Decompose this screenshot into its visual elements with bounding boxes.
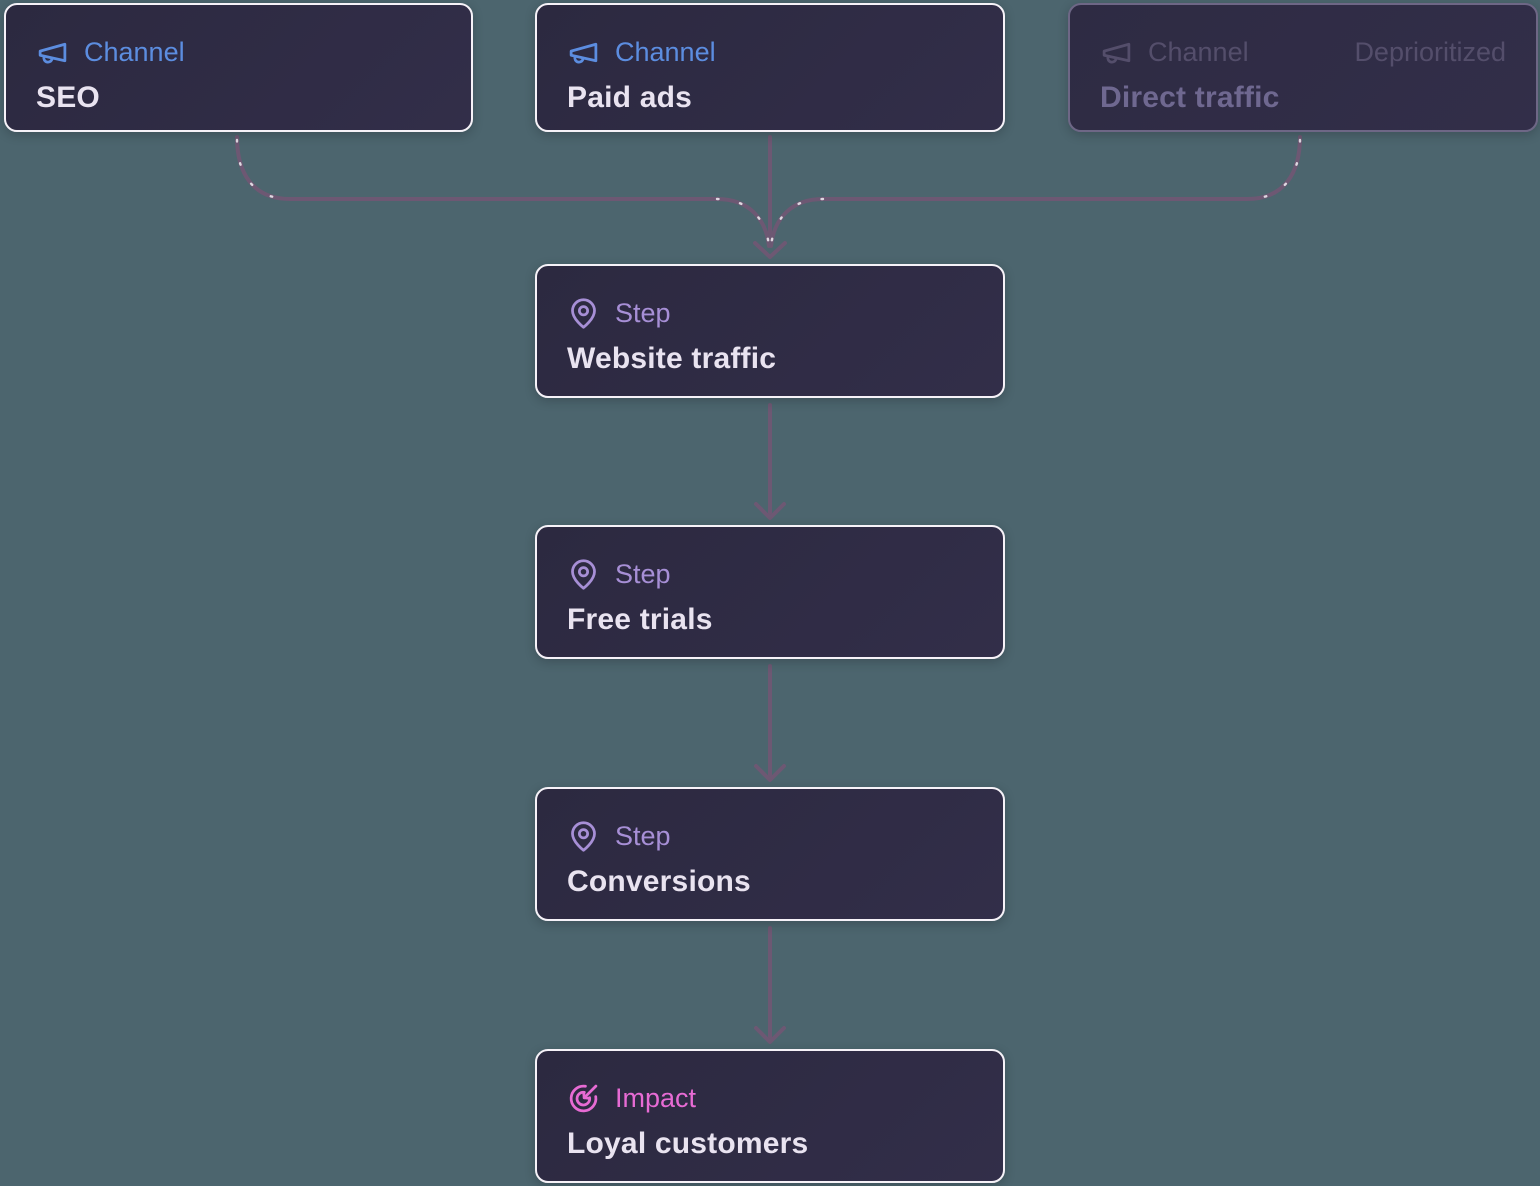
node-header: Step: [567, 296, 973, 330]
node-channel-direct-traffic[interactable]: Channel Deprioritized Direct traffic: [1068, 3, 1538, 132]
node-title: Direct traffic: [1100, 81, 1280, 114]
node-step-free-trials[interactable]: Step Free trials: [535, 525, 1005, 659]
map-pin-icon: [567, 558, 600, 591]
deprioritized-badge: Deprioritized: [1354, 36, 1506, 67]
node-title: SEO: [36, 81, 100, 114]
node-type-label: Channel: [84, 36, 185, 67]
node-title: Website traffic: [567, 342, 777, 375]
node-title: Conversions: [567, 865, 751, 898]
node-type-label: Channel: [615, 36, 716, 67]
map-pin-icon: [567, 297, 600, 330]
edge-dots: [715, 197, 771, 248]
arrowhead: [754, 764, 786, 782]
edge-direct-traffic: [769, 135, 1302, 248]
megaphone-icon: [567, 36, 600, 69]
node-title: Free trials: [567, 603, 713, 636]
megaphone-icon: [1100, 36, 1133, 69]
node-header: Step: [567, 819, 973, 853]
arrowhead: [754, 1026, 786, 1044]
edge-dots: [235, 138, 292, 201]
node-step-website-traffic[interactable]: Step Website traffic: [535, 264, 1005, 398]
node-type-label: Step: [615, 297, 671, 328]
node-type-label: Step: [615, 820, 671, 851]
node-header: Channel: [36, 35, 441, 69]
node-channel-seo[interactable]: Channel SEO: [4, 3, 473, 132]
edge-dots: [1245, 138, 1302, 201]
node-type-label: Channel: [1148, 36, 1249, 67]
node-header: Step: [567, 557, 973, 591]
node-title: Paid ads: [567, 81, 692, 114]
megaphone-icon: [36, 36, 69, 69]
arrowhead: [753, 241, 787, 259]
map-pin-icon: [567, 820, 600, 853]
node-type-label: Step: [615, 558, 671, 589]
node-title: Loyal customers: [567, 1127, 809, 1160]
node-type-label: Impact: [615, 1082, 697, 1113]
node-impact-loyal-customers[interactable]: Impact Loyal customers: [535, 1049, 1005, 1183]
node-channel-paid-ads[interactable]: Channel Paid ads: [535, 3, 1005, 132]
node-step-conversions[interactable]: Step Conversions: [535, 787, 1005, 921]
node-header: Impact: [567, 1081, 973, 1115]
edge-seo: [235, 135, 771, 248]
node-header: Channel Deprioritized: [1100, 35, 1506, 69]
target-arrow-icon: [567, 1082, 600, 1115]
edge-dots: [769, 197, 825, 248]
arrowhead: [754, 502, 786, 520]
node-header: Channel: [567, 35, 973, 69]
